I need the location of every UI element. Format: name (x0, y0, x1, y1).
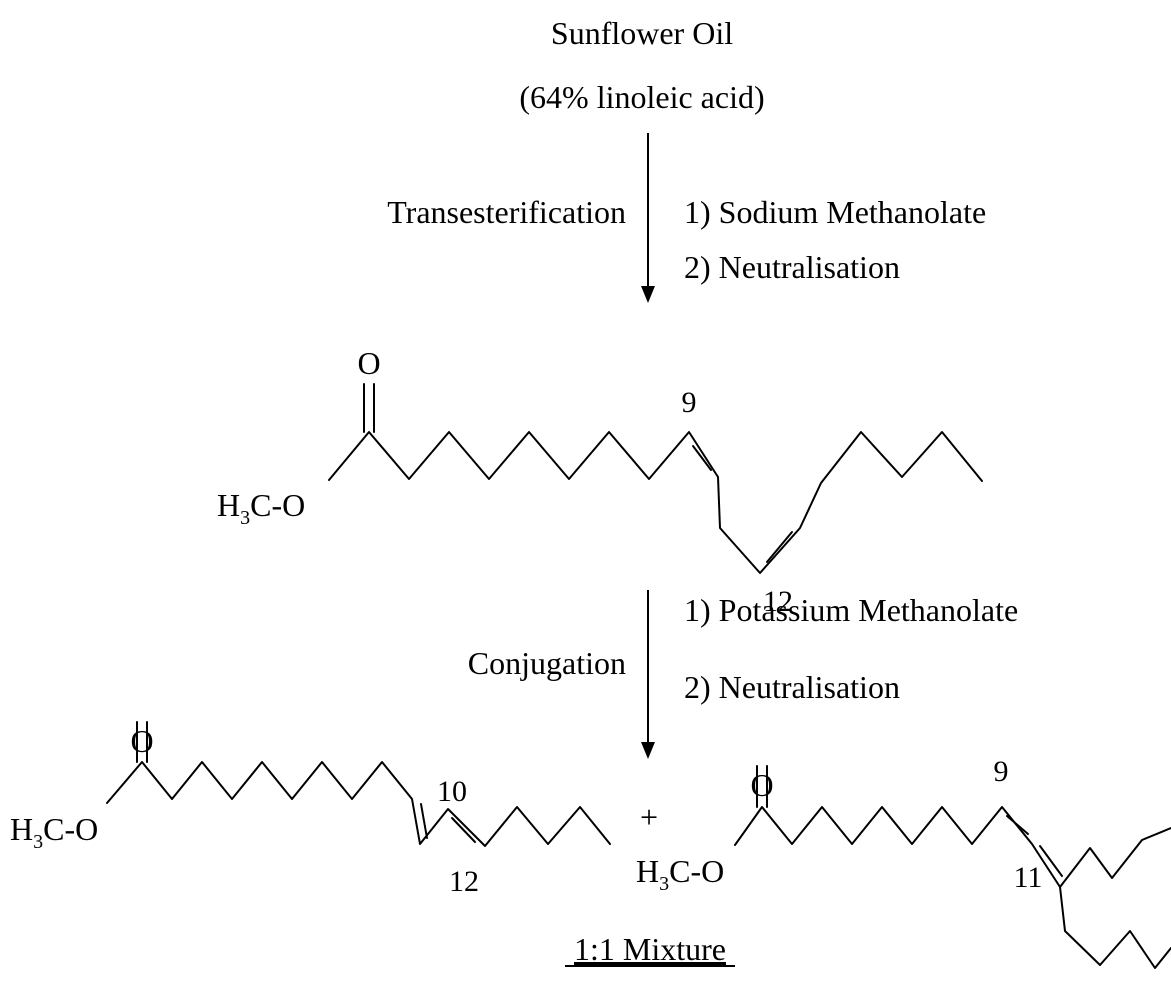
intermediate-position-label-12: 12 (763, 585, 793, 618)
product-a-position-label-12: 12 (449, 865, 479, 898)
product-a-position-label-10: 10 (437, 775, 467, 808)
product-b-carbonyl-oxygen: O (750, 767, 773, 803)
mixture-caption: 1:1 Mixture (574, 931, 726, 967)
product-a-methoxy-group: H3C-O (10, 811, 98, 853)
product-b-structure (734, 765, 1171, 969)
step1-reagent-1: 1) Sodium Methanolate (684, 194, 986, 230)
reaction-arrow-2 (641, 590, 655, 759)
reaction-arrow-1 (641, 133, 655, 303)
intermediate-carbonyl-oxygen: O (357, 345, 380, 381)
plus-sign: + (640, 799, 658, 835)
start-material-name: Sunflower Oil (551, 15, 733, 51)
product-a-structure (106, 721, 611, 847)
product-a-carbonyl-oxygen: O (130, 723, 153, 759)
step2-reagent-2: 2) Neutralisation (684, 669, 900, 705)
product-b-position-label-9: 9 (994, 755, 1009, 788)
start-material-composition: (64% linoleic acid) (519, 79, 764, 115)
intermediate-methoxy-group: H3C-O (217, 487, 305, 529)
product-b-position-label-11: 11 (1014, 861, 1043, 894)
intermediate-structure (328, 383, 983, 574)
step1-label: Transesterification (387, 194, 626, 230)
intermediate-position-label-9: 9 (682, 386, 697, 419)
product-b-methoxy-group: H3C-O (636, 853, 724, 895)
step2-label: Conjugation (468, 645, 626, 681)
step2-reagent-1: 1) Potassium Methanolate (684, 592, 1018, 628)
step1-reagent-2: 2) Neutralisation (684, 249, 900, 285)
